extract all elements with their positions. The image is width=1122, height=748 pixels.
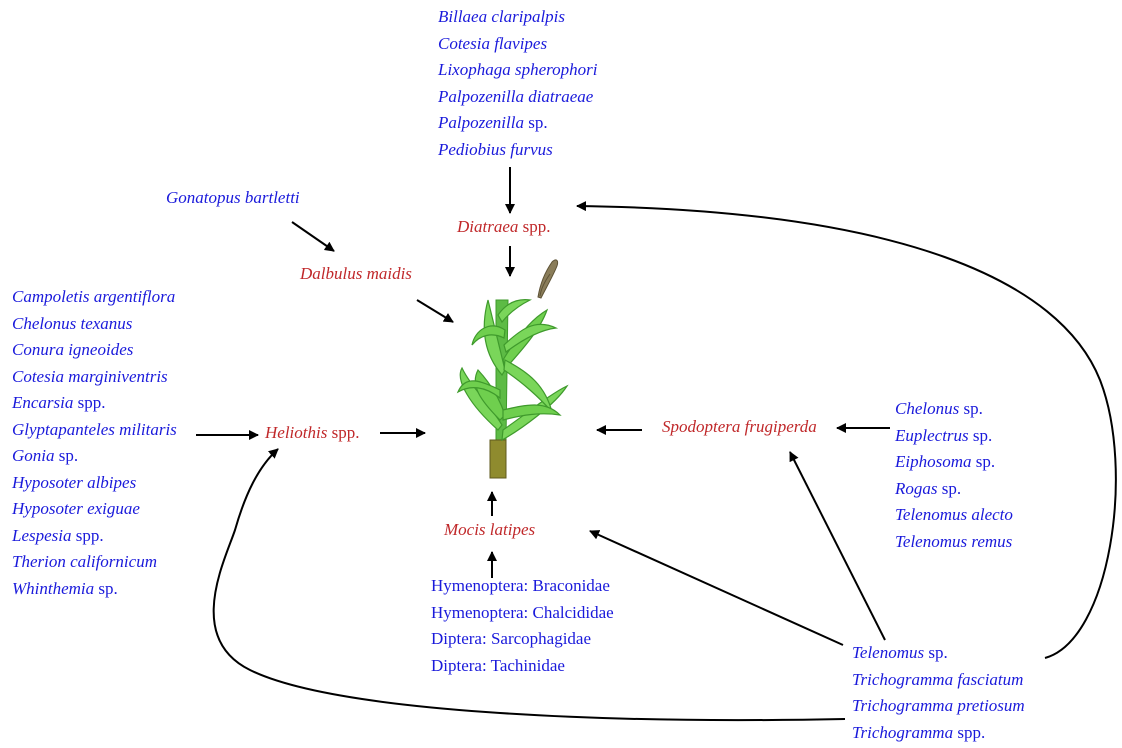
maize-plant-illustration <box>458 260 567 478</box>
list-item: Campoletis argentiflora <box>12 284 177 311</box>
parasitoid-families-mocis: Hymenoptera: Braconidae Hymenoptera: Cha… <box>431 573 614 679</box>
list-item: Lespesia spp. <box>12 523 177 550</box>
list-item: Pediobius furvus <box>438 137 597 164</box>
list-item: Lixophaga spherophori <box>438 57 597 84</box>
pest-dalbulus-maidis: Dalbulus maidis <box>300 261 412 288</box>
list-item: Eiphosoma sp. <box>895 449 1013 476</box>
list-item: Telenomus remus <box>895 529 1013 556</box>
parasitoid-list-diatraea: Billaea claripalpis Cotesia flavipes Lix… <box>438 4 597 163</box>
list-item: Diptera: Tachinidae <box>431 653 614 680</box>
pest-diatraea: Diatraea spp. <box>457 214 551 241</box>
list-item: Billaea claripalpis <box>438 4 597 31</box>
list-item: Encarsia spp. <box>12 390 177 417</box>
pest-heliothis: Heliothis spp. <box>265 420 359 447</box>
list-item: Glyptapanteles militaris <box>12 417 177 444</box>
pest-spodoptera-frugiperda: Spodoptera frugiperda <box>662 414 817 441</box>
arrow-telenomus-to-mocis <box>590 531 843 645</box>
list-item: Hymenoptera: Braconidae <box>431 573 614 600</box>
parasitoid-list-spodoptera: Chelonus sp. Euplectrus sp. Eiphosoma sp… <box>895 396 1013 555</box>
list-item: Chelonus sp. <box>895 396 1013 423</box>
list-item: Whinthemia sp. <box>12 576 177 603</box>
list-item: Trichogramma spp. <box>852 720 1025 747</box>
enemy-gonatopus-bartletti: Gonatopus bartletti <box>166 185 300 212</box>
parasitoid-list-heliothis: Campoletis argentiflora Chelonus texanus… <box>12 284 177 602</box>
egg-parasitoid-list-generalists: Telenomus sp. Trichogramma fasciatum Tri… <box>852 640 1025 746</box>
arrow-telenomus-to-spodoptera <box>790 452 885 640</box>
pest-mocis-latipes: Mocis latipes <box>444 517 535 544</box>
list-item: Hymenoptera: Chalcididae <box>431 600 614 627</box>
list-item: Hyposoter exiguae <box>12 496 177 523</box>
list-item: Gonia sp. <box>12 443 177 470</box>
list-item: Palpozenilla sp. <box>438 110 597 137</box>
list-item: Diptera: Sarcophagidae <box>431 626 614 653</box>
list-item: Euplectrus sp. <box>895 423 1013 450</box>
list-item: Telenomus alecto <box>895 502 1013 529</box>
list-item: Trichogramma pretiosum <box>852 693 1025 720</box>
list-item: Palpozenilla diatraeae <box>438 84 597 111</box>
list-item: Trichogramma fasciatum <box>852 667 1025 694</box>
list-item: Chelonus texanus <box>12 311 177 338</box>
list-item: Therion californicum <box>12 549 177 576</box>
list-item: Conura igneoides <box>12 337 177 364</box>
list-item: Rogas sp. <box>895 476 1013 503</box>
list-item: Telenomus sp. <box>852 640 1025 667</box>
arrow-dalbulus-to-plant <box>417 300 453 322</box>
arrow-gonatopus-to-dalbulus <box>292 222 334 251</box>
list-item: Cotesia marginiventris <box>12 364 177 391</box>
list-item: Hyposoter albipes <box>12 470 177 497</box>
list-item: Cotesia flavipes <box>438 31 597 58</box>
arrow-generalists-to-diatraea <box>577 206 1116 658</box>
